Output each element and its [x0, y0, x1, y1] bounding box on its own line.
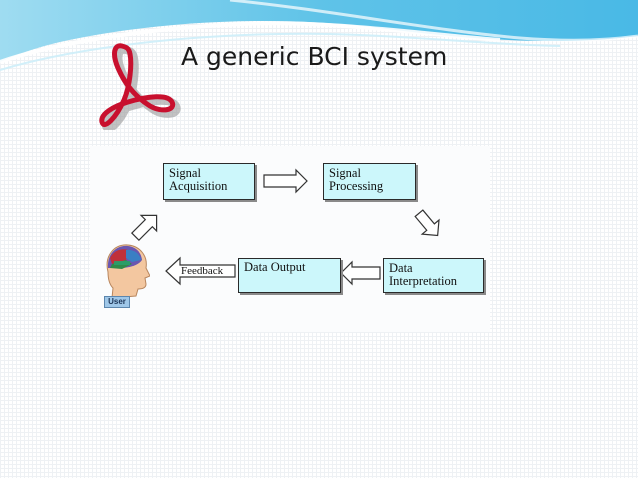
- slide-title: A generic BCI system: [181, 42, 448, 71]
- arrow-right-icon: [263, 168, 308, 194]
- node-data-output: Data Output: [238, 258, 341, 293]
- node-label: Acquisition: [169, 179, 228, 193]
- feedback-label: Feedback: [181, 265, 224, 277]
- node-label: Interpretation: [389, 274, 458, 288]
- node-signal-processing: Signal Processing: [323, 163, 416, 200]
- node-label: Signal: [329, 166, 361, 180]
- node-data-interpretation: Data Interpretation: [383, 258, 484, 293]
- arrow-left-icon: [340, 260, 381, 286]
- header-wave: [0, 0, 638, 71]
- node-label: Data: [389, 261, 413, 275]
- arrow-up-right-icon: [131, 214, 158, 241]
- acrobat-logo-icon: [99, 43, 181, 130]
- node-label: Signal: [169, 166, 201, 180]
- node-signal-acquisition: Signal Acquisition: [163, 163, 255, 200]
- user-label: User: [104, 296, 130, 308]
- feedback-arrow-icon: [165, 256, 236, 286]
- node-label: Data Output: [244, 260, 306, 274]
- user-head-icon: [106, 244, 150, 299]
- node-label: Processing: [329, 179, 384, 193]
- arrow-down-right-icon: [414, 209, 440, 237]
